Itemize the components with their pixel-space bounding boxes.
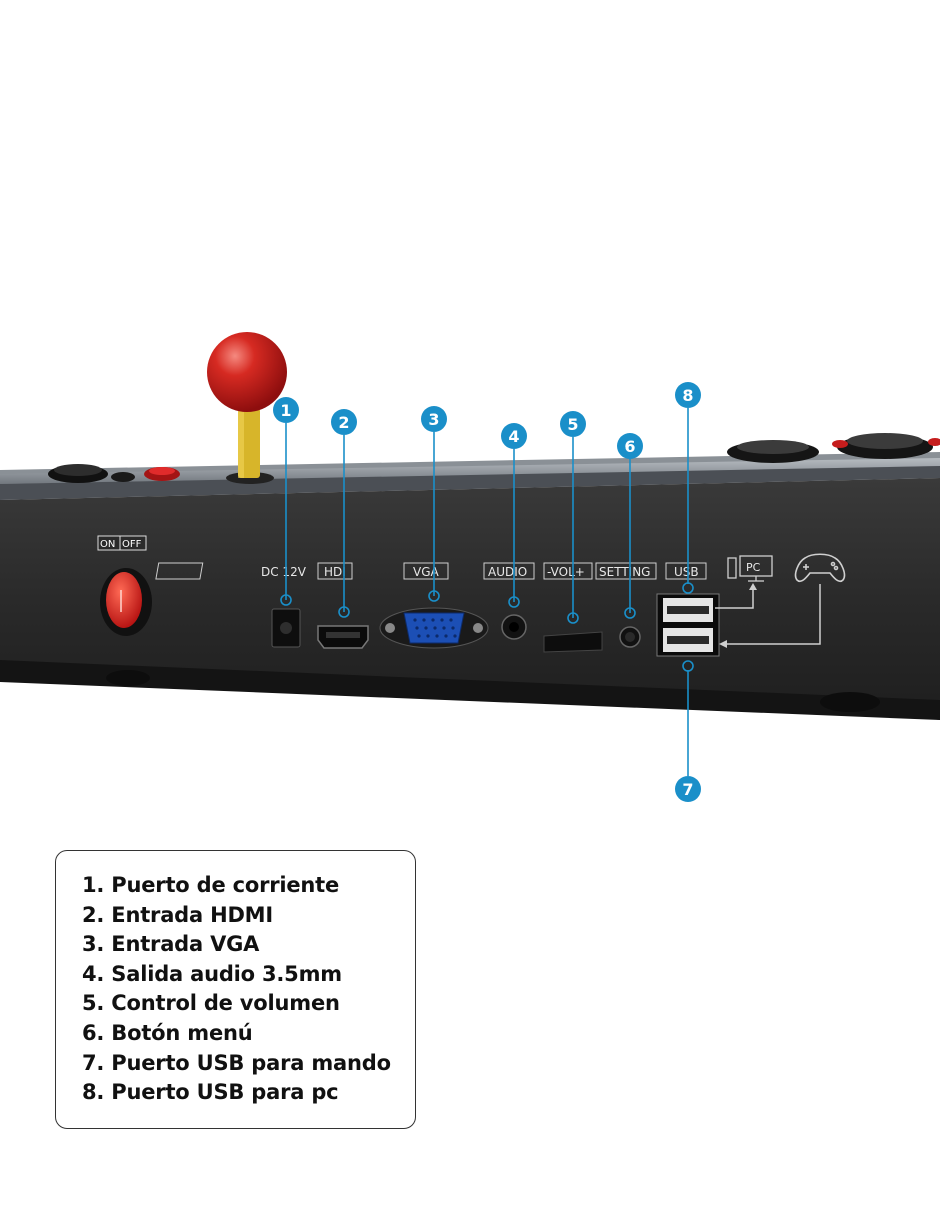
port-label-audio: AUDIO (488, 565, 527, 579)
legend-item-4: 4. Salida audio 3.5mm (82, 961, 342, 986)
callout-number-8: 8 (682, 386, 693, 405)
port-labels: DC 12V HDI VGA AUDIO -VOL+ SETTING USB (155, 562, 707, 580)
volume-wheel (543, 631, 603, 653)
right-buttons (727, 433, 940, 463)
legend-item-1: 1. Puerto de corriente (82, 873, 340, 897)
callout-number-2: 2 (338, 413, 349, 432)
callout-number-1: 1 (280, 401, 291, 420)
callout-5: 5 (560, 411, 586, 624)
callout-2: 2 (331, 409, 357, 618)
pc-icon: PC (727, 555, 773, 582)
joystick (207, 332, 287, 484)
port-label-vga: VGA (413, 565, 440, 579)
legend-item-3: 3. Entrada VGA (82, 932, 260, 957)
switch-label-off: OFF (122, 539, 142, 550)
port-label-dc: DC 12V (261, 565, 307, 579)
pc-icon-label: PC (746, 561, 761, 574)
callout-number-5: 5 (567, 415, 578, 434)
ports (271, 583, 821, 657)
callout-6: 6 (617, 433, 643, 619)
callout-8: 8 (675, 382, 701, 594)
callout-number-6: 6 (624, 437, 635, 456)
switch-label-on: ON (100, 539, 115, 550)
callout-7: 7 (675, 660, 701, 802)
callout-1: 1 (273, 397, 299, 606)
power-switch: ON OFF (97, 535, 152, 636)
legend-item-7: 7. Puerto USB para mando (82, 1050, 391, 1075)
callout-number-3: 3 (428, 410, 439, 429)
legend-item-2: 2. Entrada HDMI (82, 902, 273, 927)
port-label-setting: SETTING (599, 565, 650, 579)
legend-item-6: 6. Botón menú (82, 1020, 253, 1045)
port-label-hdmi: HDI (324, 565, 346, 579)
callout-number-4: 4 (508, 427, 519, 446)
port-label-usb: USB (674, 565, 699, 579)
left-buttons (48, 464, 180, 483)
callout-number-7: 7 (682, 780, 693, 799)
legend-item-8: 8. Puerto USB para pc (82, 1080, 339, 1105)
joystick-ball (207, 332, 287, 412)
device-body (0, 478, 940, 720)
gamepad-icon (794, 553, 846, 583)
legend-item-5: 5. Control de volumen (82, 991, 340, 1016)
port-label-vol: -VOL+ (547, 565, 585, 579)
callout-3: 3 (421, 406, 447, 602)
callouts: 1 2 3 4 (273, 382, 701, 802)
callout-4: 4 (501, 423, 527, 608)
legend-box: 1. Puerto de corriente 2. Entrada HDMI 3… (55, 850, 416, 1129)
